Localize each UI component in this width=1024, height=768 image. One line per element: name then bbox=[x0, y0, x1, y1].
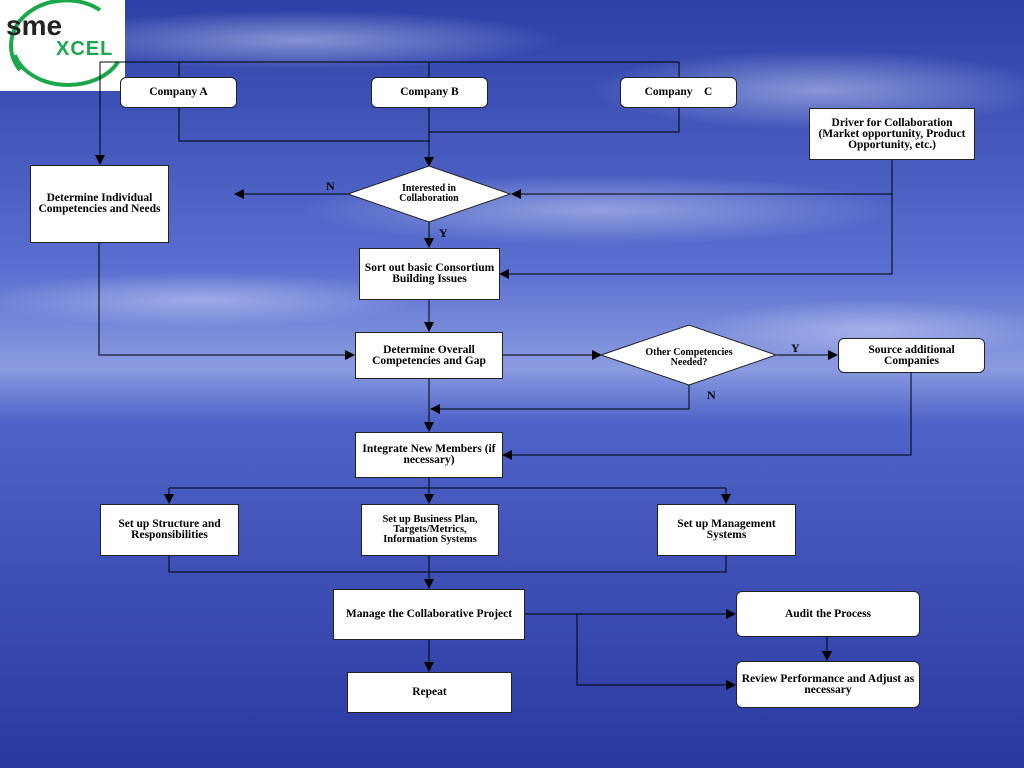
determine-overall-box: Determine Overall Competencies and Gap bbox=[355, 332, 503, 379]
sort-out-box: Sort out basic Consortium Building Issue… bbox=[359, 248, 500, 300]
other-competencies-diamond bbox=[599, 324, 778, 386]
structure-box: Set up Structure and Responsibilities bbox=[100, 504, 239, 556]
determine-individual-box: Determine Individual Competencies and Ne… bbox=[30, 165, 169, 243]
audit-box: Audit the Process bbox=[736, 591, 920, 637]
manage-project-box: Manage the Collaborative Project bbox=[333, 589, 525, 640]
source-additional-box: Source additional Companies bbox=[838, 338, 985, 373]
interested-label: Interested in Collaboration bbox=[399, 183, 459, 204]
integrate-box: Integrate New Members (if necessary) bbox=[355, 432, 503, 478]
logo-text-sme: sme bbox=[6, 10, 63, 41]
other-yes-label: Y bbox=[791, 341, 800, 355]
business-plan-box: Set up Business Plan, Targets/Metrics, I… bbox=[361, 504, 499, 556]
repeat-box: Repeat bbox=[347, 672, 512, 713]
interested-no-label: N bbox=[326, 179, 335, 193]
company-c-box: Company C bbox=[620, 77, 737, 108]
smexcel-logo: sme XCEL bbox=[0, 0, 125, 91]
company-b-box: Company B bbox=[371, 77, 488, 108]
company-a-box: Company A bbox=[120, 77, 237, 108]
management-box: Set up Management Systems bbox=[657, 504, 796, 556]
other-competencies-label: Other Competencies Needed? bbox=[645, 347, 733, 368]
interested-yes-label: Y bbox=[439, 226, 448, 240]
review-box: Review Performance and Adjust as necessa… bbox=[736, 661, 920, 708]
driver-box: Driver for Collaboration (Market opportu… bbox=[809, 108, 975, 160]
other-no-label: N bbox=[707, 388, 716, 402]
logo-text-xcel: XCEL bbox=[56, 38, 114, 60]
interested-diamond bbox=[346, 165, 512, 223]
